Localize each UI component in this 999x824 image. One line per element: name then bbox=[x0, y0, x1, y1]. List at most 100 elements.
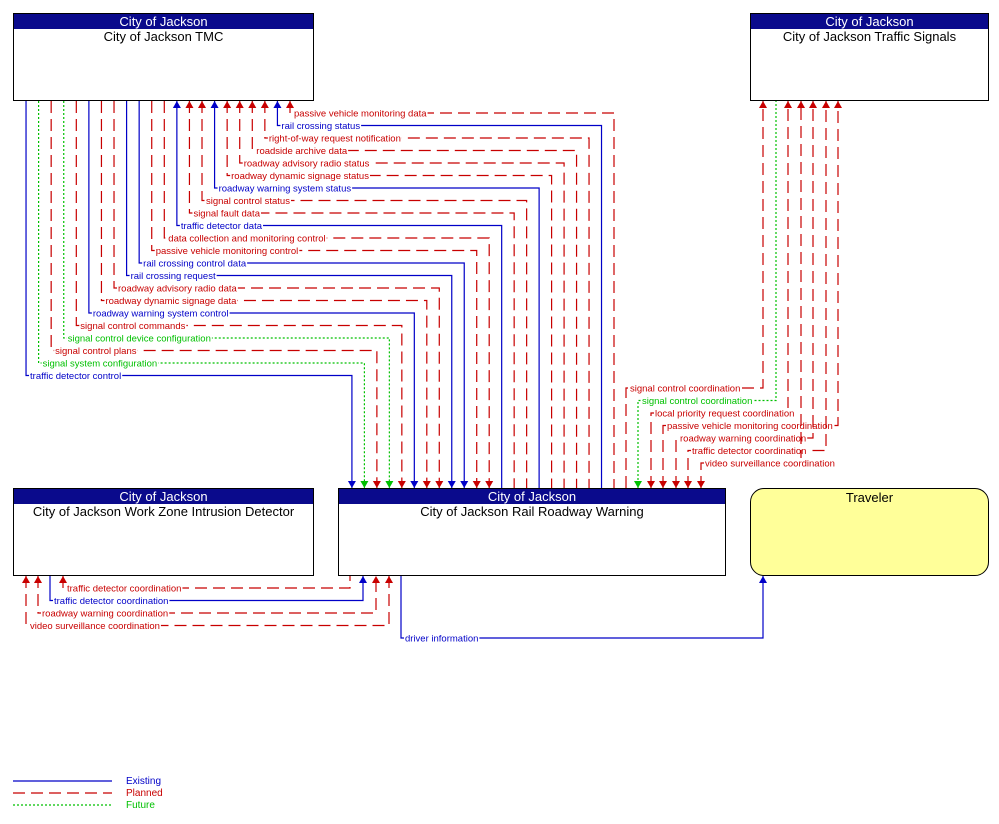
arrowhead-icon bbox=[248, 101, 257, 108]
label-bg bbox=[404, 633, 480, 643]
label-bg bbox=[217, 183, 353, 193]
label-bg bbox=[104, 295, 238, 306]
arrowhead-icon bbox=[697, 481, 705, 488]
arrowhead-icon bbox=[286, 101, 294, 108]
label-bg bbox=[242, 158, 371, 168]
legend-existing: Existing bbox=[126, 776, 162, 787]
flow-line bbox=[687, 101, 827, 488]
flow-label: traffic detector data bbox=[181, 221, 263, 232]
arrowhead-icon bbox=[647, 481, 655, 488]
arrowhead-icon bbox=[822, 101, 830, 108]
arrowhead-icon bbox=[422, 481, 431, 488]
flow-label: roadway warning coordination bbox=[680, 434, 806, 445]
arrowhead-icon bbox=[435, 481, 444, 488]
arrowhead-icon bbox=[634, 481, 642, 488]
flow-label: signal fault data bbox=[193, 209, 260, 220]
flow-label: video surveillance coordination bbox=[705, 459, 835, 470]
flow-label: signal control commands bbox=[80, 321, 185, 332]
arrowhead-icon bbox=[410, 481, 419, 488]
label-bg bbox=[641, 395, 754, 406]
flow-line bbox=[188, 101, 515, 488]
node-work-zone-intrusion-detector[interactable]: City of Jackson City of Jackson Work Zon… bbox=[13, 488, 314, 576]
label-bg bbox=[129, 270, 217, 281]
flow-line bbox=[239, 101, 565, 488]
node-owner: City of Jackson bbox=[751, 14, 988, 29]
label-bg bbox=[267, 133, 402, 143]
arrowhead-icon bbox=[198, 101, 207, 108]
arrowhead-icon bbox=[472, 481, 481, 488]
arrowhead-icon bbox=[385, 576, 393, 583]
label-bg bbox=[66, 333, 212, 343]
node-title: City of Jackson TMC bbox=[103, 29, 224, 44]
arrowhead-icon bbox=[784, 101, 792, 108]
arrowhead-icon bbox=[235, 101, 244, 108]
flow-line bbox=[25, 576, 390, 627]
flow-label: roadside archive data bbox=[256, 146, 348, 157]
flow-line bbox=[163, 101, 490, 488]
label-bg bbox=[192, 208, 261, 218]
arrowhead-icon bbox=[385, 481, 394, 488]
arrowhead-icon bbox=[347, 481, 356, 488]
label-bg bbox=[142, 258, 248, 268]
arrowhead-icon bbox=[809, 101, 817, 108]
node-owner: City of Jackson bbox=[339, 489, 725, 504]
label-bg bbox=[629, 383, 742, 393]
label-bg bbox=[679, 433, 808, 443]
node-owner: City of Jackson bbox=[14, 489, 313, 504]
flow-line bbox=[100, 101, 428, 488]
arrowhead-icon bbox=[485, 481, 494, 488]
label-bg bbox=[66, 583, 183, 593]
arrowhead-icon bbox=[372, 481, 381, 488]
arrowhead-icon bbox=[273, 101, 282, 108]
label-bg bbox=[117, 283, 238, 293]
node-title: City of Jackson Rail Roadway Warning bbox=[420, 504, 644, 519]
label-bg bbox=[205, 195, 291, 206]
flow-line bbox=[37, 101, 365, 488]
arrowhead-icon bbox=[834, 101, 842, 108]
arrowhead-icon bbox=[684, 481, 692, 488]
node-rail-roadway-warning[interactable]: City of Jackson City of Jackson Rail Roa… bbox=[338, 488, 726, 576]
flow-label: passive vehicle monitoring control bbox=[156, 246, 299, 257]
flow-label: passive vehicle monitoring data bbox=[294, 109, 427, 120]
flow-line bbox=[63, 101, 390, 488]
flow-label: rail crossing request bbox=[131, 271, 216, 282]
node-title: City of Jackson Traffic Signals bbox=[782, 29, 957, 44]
flow-label: roadway warning system control bbox=[93, 309, 229, 320]
label-bg bbox=[280, 120, 362, 131]
flow-line bbox=[251, 101, 578, 488]
arrowhead-icon bbox=[372, 576, 380, 583]
flow-line bbox=[113, 101, 440, 488]
flow-label: roadway warning coordination bbox=[42, 609, 168, 620]
arrowhead-icon bbox=[360, 481, 369, 488]
flow-label: roadway warning system status bbox=[219, 184, 352, 195]
node-tmc[interactable]: City of Jackson City of Jackson TMC bbox=[13, 13, 314, 101]
arrowhead-icon bbox=[172, 101, 181, 108]
node-owner: City of Jackson bbox=[14, 14, 313, 29]
arrowhead-icon bbox=[759, 576, 767, 583]
label-bg bbox=[293, 108, 428, 118]
flow-label: signal control coordination bbox=[642, 396, 752, 407]
label-bg bbox=[29, 620, 161, 631]
arrowhead-icon bbox=[759, 101, 767, 108]
flow-line bbox=[75, 101, 403, 488]
arrowhead-icon bbox=[447, 481, 456, 488]
flow-line bbox=[49, 576, 364, 602]
arrowhead-icon bbox=[22, 576, 30, 583]
flow-label: roadway dynamic signage data bbox=[105, 296, 237, 307]
label-bg bbox=[79, 320, 187, 331]
arrowhead-icon bbox=[460, 481, 469, 488]
arrowhead-icon bbox=[260, 101, 269, 108]
node-traffic-signals[interactable]: City of Jackson City of Jackson Traffic … bbox=[750, 13, 989, 101]
legend-planned: Planned bbox=[126, 788, 163, 799]
flow-line bbox=[201, 101, 528, 488]
node-traveler[interactable]: Traveler bbox=[750, 488, 989, 576]
flow-line bbox=[264, 101, 590, 488]
flow-label: rail crossing control data bbox=[143, 259, 247, 270]
flow-line bbox=[650, 101, 789, 488]
label-bg bbox=[230, 170, 370, 181]
arrowhead-icon bbox=[359, 576, 367, 583]
flow-label: right-of-way request notification bbox=[269, 134, 401, 145]
arrowhead-icon bbox=[59, 576, 67, 583]
arrowhead-icon bbox=[34, 576, 42, 583]
